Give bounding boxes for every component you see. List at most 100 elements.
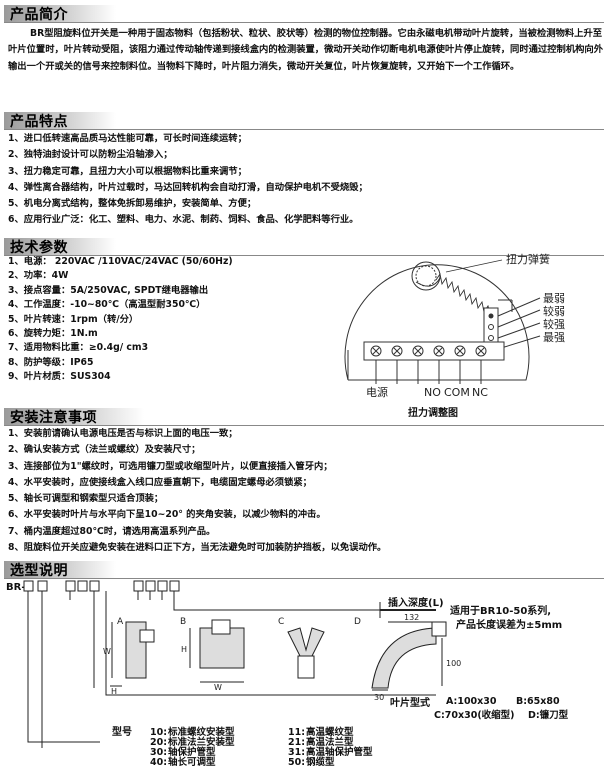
intro-paragraph: BR型阻旋料位开关是一种用于固态物料（包括粉状、粒状、胶状等）检测的物位控制器。…: [8, 28, 604, 72]
section-title: 安装注意事项: [10, 410, 97, 426]
blade-types-title: 叶片型式: [390, 696, 430, 709]
model-code: 40:: [150, 757, 167, 768]
blade-letter: D: [354, 617, 361, 627]
dim-label: 100: [446, 659, 461, 668]
code-box: [37, 580, 48, 592]
model-code: 11:: [288, 727, 305, 738]
model-code: 10:: [150, 727, 167, 738]
list-item: 2、确认安装方式（法兰或螺纹）及安装尺寸；: [8, 444, 201, 456]
blade-type-item: D:镰刀型: [528, 709, 569, 721]
dim-label: H: [181, 645, 187, 654]
blade-letter: A: [117, 617, 124, 627]
list-item: 6、应用行业广泛：化工、塑料、电力、水泥、制药、饲料、食品、化学肥料等行业。: [8, 214, 359, 226]
section-title: 选型说明: [10, 563, 68, 579]
blade-type-item: C:70x30(收缩型): [434, 709, 515, 721]
section-header-install: 安装注意事项: [4, 406, 604, 426]
spec-item: 5、叶片转速：1rpm（转/分）: [8, 313, 139, 325]
list-item: 1、安装前请确认电源电压是否与标识上面的电压一致；: [8, 428, 238, 439]
dim-label: 30: [374, 693, 384, 702]
torque-spring: [435, 272, 491, 315]
model-name: 高温轴保护管型: [306, 746, 373, 758]
diagram-caption: 扭力调整图: [408, 406, 458, 419]
features-list: 1、进口低转速高品质马达性能可靠，可长时间连续运转； 2、独特油封设计可以防粉尘…: [8, 131, 608, 229]
blade-letter: C: [278, 617, 284, 627]
level-label: 较弱: [543, 304, 565, 318]
spec-item: 2、功率：4W: [8, 270, 69, 282]
spring-label: 扭力弹簧: [506, 252, 550, 266]
terminal-label: 电源: [366, 385, 388, 399]
dim-label: H: [111, 687, 117, 696]
model-name: 高温螺纹型: [306, 726, 354, 738]
model-name: 标准法兰安装型: [167, 736, 235, 748]
list-item: 7、桶内温度超过80℃时，请选用高温系列产品。: [8, 525, 216, 537]
terminal-screws: [370, 345, 487, 357]
code-box: [77, 580, 88, 592]
model-code: 30:: [150, 747, 167, 758]
code-box: [145, 580, 156, 592]
blade-c-shape: [287, 627, 325, 657]
code-box: [89, 580, 100, 592]
list-item: 4、弹性离合器结构，叶片过载时，马达回转机构会自动打滑，自动保护电机不受烧毁；: [8, 181, 368, 193]
model-label: 型号: [112, 725, 132, 738]
list-item: 8、阻旋料位开关应避免安装在进料口正下方，当无法避免时可加装防护挡板，以免误动作…: [8, 542, 387, 554]
blade-letter: B: [180, 617, 186, 627]
dim-label: W: [103, 647, 111, 656]
selection-diagram: BR- 插入深度(L) 适用于BR10-50系列, 产品长度误差为±5mm A …: [6, 580, 569, 768]
model-name: 钢缆型: [306, 756, 335, 768]
code-box: [133, 580, 144, 592]
terminal-label: NC: [472, 386, 488, 399]
section-title: 技术参数: [10, 240, 68, 256]
section-header-intro: 产品简介: [4, 3, 604, 23]
terminal-label: COM: [444, 386, 470, 399]
list-item: 5、轴长可调型和钢索型只适合顶装；: [8, 493, 164, 505]
list-item: 5、机电分离式结构，整体免拆卸易维护，安装简单、方便；: [8, 198, 257, 210]
model-name: 轴保护管型: [168, 746, 216, 758]
spec-item: 4、工作温度：-10~80℃（高温型耐350℃）: [8, 299, 206, 311]
specs-list: 1、电源： 220VAC /110VAC/24VAC (50/60Hz) 2、功…: [8, 255, 233, 385]
code-box: [169, 580, 180, 592]
dim-label: 132: [404, 613, 419, 622]
list-item: 1、进口低转速高品质马达性能可靠，可长时间连续运转；: [8, 133, 247, 144]
code-prefix: BR-: [6, 582, 25, 593]
list-item: 3、扭力稳定可靠，且扭力大小可以根据物料比重来调节；: [8, 165, 247, 177]
torque-adjustment-diagram: 扭力弹簧 最弱 较弱 较强 最强 电源 NO COM NC 扭力调整图: [344, 252, 565, 419]
blade-b-shape: [199, 627, 245, 669]
note-line: 产品长度误差为±5mm: [456, 618, 562, 631]
adjuster-hole: [488, 313, 494, 319]
code-box: [23, 580, 34, 592]
spec-item: 9、叶片材质：SUS304: [8, 371, 111, 383]
list-item: 4、水平安装时，应使接线盒入线口应垂直朝下，电缆固定螺母必须锁紧；: [8, 476, 312, 488]
section-header-selection: 选型说明: [4, 559, 604, 579]
model-code: 21:: [288, 737, 305, 748]
section-title: 产品特点: [10, 114, 68, 130]
spec-item: 6、旋转力矩：1N.m: [8, 327, 98, 339]
blade-type-item: A:100x30: [446, 696, 497, 707]
code-box: [65, 580, 76, 592]
install-list: 1、安装前请确认电源电压是否与标识上面的电压一致； 2、确认安装方式（法兰或螺纹…: [8, 426, 608, 556]
blade-d-shape: [371, 627, 437, 689]
model-name: 轴长可调型: [168, 756, 216, 768]
model-code: 31:: [288, 747, 305, 758]
model-name: 标准螺纹安装型: [167, 726, 235, 738]
level-label: 最弱: [543, 292, 565, 305]
terminal-label: NO: [424, 386, 441, 399]
model-code: 50:: [288, 757, 305, 768]
insert-depth-label: 插入深度(L): [388, 596, 444, 609]
adjuster-hole: [488, 324, 494, 330]
spec-item: 3、接点容量：5A/250VAC, SPDT继电器输出: [8, 284, 209, 296]
spec-item: 7、适用物料比重：≥0.4g/ cm3: [8, 342, 149, 354]
spec-item: 8、防护等级：IP65: [8, 356, 94, 368]
level-label: 最强: [543, 331, 565, 344]
list-item: 6、水平安装时叶片与水平向下呈10~20° 的夹角安装，以减少物料的冲击。: [8, 509, 326, 521]
list-item: 3、连接部位为1"螺纹时，可选用镰刀型或收缩型叶片，以便直接插入管牙内；: [8, 460, 333, 472]
blade-type-item: B:65x80: [516, 696, 560, 707]
model-name: 高温法兰型: [306, 736, 354, 748]
dim-label: W: [214, 683, 222, 692]
section-title: 产品简介: [10, 7, 68, 23]
spec-item: 1、电源： 220VAC /110VAC/24VAC (50/60Hz): [8, 256, 233, 267]
code-box: [157, 580, 168, 592]
adjuster-hole: [488, 335, 494, 341]
list-item: 2、独特油封设计可以防粉尘沿轴渗入；: [8, 149, 173, 161]
section-header-specs: 技术参数: [4, 236, 604, 256]
section-header-features: 产品特点: [4, 110, 604, 130]
